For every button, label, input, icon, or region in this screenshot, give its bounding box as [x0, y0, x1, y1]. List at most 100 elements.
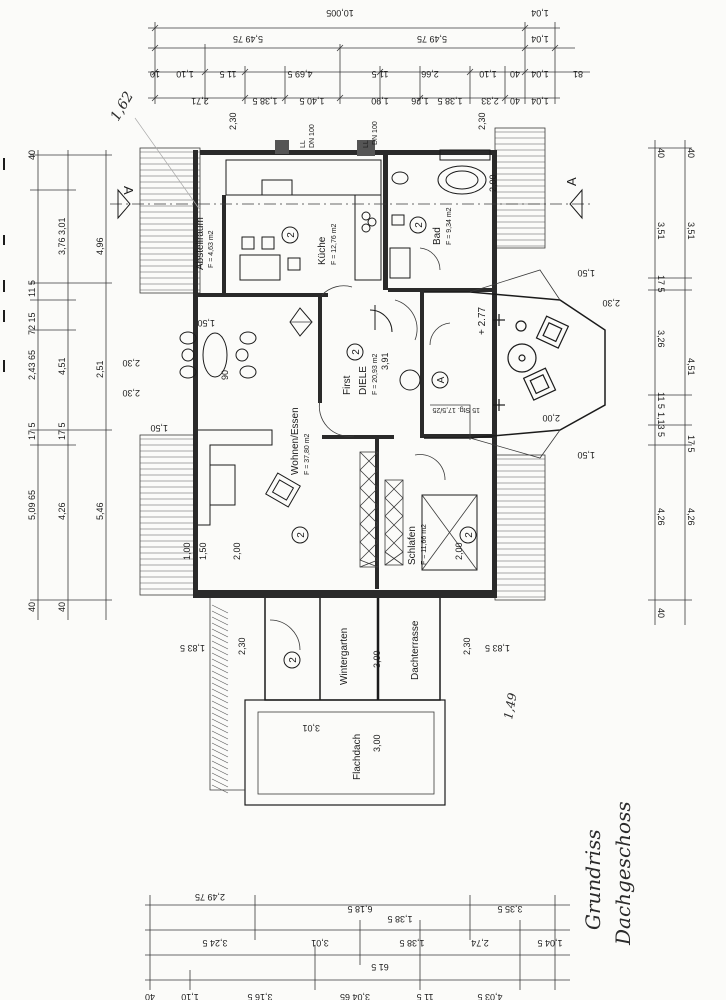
title-line2: Dachgeschoss — [611, 801, 635, 946]
dim-bottom-274: 2,74 — [471, 938, 489, 948]
dim-left-251: 2,51 — [95, 360, 105, 378]
handwritten-right: 1,49 — [501, 691, 519, 720]
dim-200-a: 2,00 — [232, 542, 242, 560]
dim-top-104-c: 1,04 — [531, 69, 549, 79]
dim-bottom-1385-b: 1,38 5 — [387, 914, 412, 924]
dim-left-115: 11 5 — [27, 280, 37, 297]
room-diele-area: F = 20,93 m2 — [372, 353, 379, 395]
room-kueche-name: Küche — [317, 236, 328, 265]
dim-150-b: 1,50 — [577, 450, 595, 460]
dim-left-40-c: 40 — [57, 602, 67, 612]
room-diele-name: DIELE — [358, 366, 369, 395]
dormer-bay — [424, 269, 606, 459]
room-labels: Abstellraum F = 4,63 m2 Küche F = 12,76 … — [195, 121, 488, 780]
room-schlafen-area: F = 11,66 m2 — [421, 524, 428, 565]
level-label: + 2.77 — [477, 306, 488, 335]
room-bad-marker: 2 — [414, 222, 425, 228]
dim-top-10: 10 — [150, 69, 160, 79]
bath-furniture — [389, 149, 491, 279]
dim-230-a: 2,30 — [228, 112, 238, 130]
dim-left-175-b: 17 5 — [57, 422, 67, 440]
dim-150-a: 1,50 — [577, 268, 595, 278]
dim-bottom-3245: 3,24 5 — [202, 938, 227, 948]
dim-150-c: 1,50 — [197, 318, 215, 328]
dim-top-549-right: 5,49 75 — [417, 34, 447, 44]
dim-left-376: 3,76 — [57, 237, 67, 255]
dim-right-175-b: 17 5 — [686, 435, 696, 453]
room-flachdach-name: Flachdach — [352, 734, 363, 780]
room-dachterrasse-name: Dachterrasse — [410, 620, 421, 680]
dim-left-24365: 2,43 65 — [27, 350, 37, 380]
dim-left-50965: 5,09 65 — [27, 490, 37, 520]
dim-230-bottom: 2,30 — [237, 637, 247, 655]
dim-top-110-b: 1,10 — [479, 69, 497, 79]
dim-left-40: 40 — [27, 150, 37, 160]
dim-bottom-115: 11 5 — [417, 992, 434, 1000]
dim-top-266: 2,66 — [421, 69, 439, 79]
dim-bottom-110: 1,10 — [181, 992, 199, 1000]
dim-right-326: 3,26 — [656, 330, 666, 348]
dim-left-426: 4,26 — [57, 502, 67, 520]
dim-391: 3,91 — [380, 352, 390, 370]
section-a-right: A — [564, 177, 579, 186]
roof-slope-hatching — [139, 127, 546, 601]
dim-top-233: 2,33 — [481, 96, 499, 106]
terrace-and-flat-roof — [209, 598, 446, 806]
dim-top-190: 1,90 — [371, 96, 389, 106]
right-dimension-chains: 40 3,51 17 5 3,26 11 5 1,13 5 4,26 40 40… — [648, 140, 696, 625]
room-wohnen-area: F = 37,80 m2 — [304, 433, 311, 475]
dim-top-115-b: 11 5 — [372, 69, 389, 79]
dim-bottom-40: 40 — [145, 992, 155, 1000]
room-kueche-area: F = 12,76 m2 — [331, 223, 338, 265]
dim-bottom-3355: 3,35 5 — [497, 904, 522, 914]
dim-100: 1,00 — [182, 542, 192, 560]
dim-top-total: 10,005 — [326, 8, 354, 18]
dim-150-low: 1,50 — [198, 542, 208, 560]
bedroom-furniture — [414, 454, 478, 571]
handwritten-notes: Grundriss Dachgeschoss 1,62 1,49 — [108, 89, 635, 946]
room-wintergarten-name: Wintergarten — [339, 628, 350, 685]
dim-left-546: 5,46 — [95, 502, 105, 520]
dim-top-271: 2,71 — [191, 96, 209, 106]
dim-top-1405: 1,40 5 — [299, 96, 324, 106]
dim-top-81: 81 — [573, 69, 583, 79]
room-kueche-marker: 2 — [286, 232, 297, 238]
dim-right-1135: 1,13 5 — [656, 412, 666, 437]
dormer-furniture — [493, 314, 570, 411]
dim-230-left1: 2,30 — [122, 358, 140, 368]
dim-right-351: 3,51 — [656, 222, 666, 240]
dim-right-451: 4,51 — [686, 358, 696, 376]
dim-300-b: 3,00 — [372, 734, 382, 752]
dim-left-175: 17 5 — [27, 422, 37, 440]
title-line1: Grundriss — [581, 829, 605, 930]
dim-200-bad: 2,00 — [488, 174, 498, 192]
dim-bottom-1385: 1,38 5 — [399, 938, 424, 948]
handwritten-top: 1,62 — [108, 89, 137, 124]
dim-top-40-b: 40 — [510, 96, 520, 106]
dim-bottom-301: 3,01 — [311, 938, 329, 948]
room-wintergarten-marker: 2 — [288, 657, 299, 663]
dim-150-d: 1,50 — [150, 423, 168, 433]
dim-230-bottom-r: 2,30 — [462, 637, 472, 655]
dim-right-40: 40 — [656, 148, 666, 158]
dim-left-496: 4,96 — [95, 237, 105, 255]
left-dimension-chains: 40 5,09 65 17 5 2,43 65 72 15 11 5 40 3,… — [3, 150, 112, 620]
room-abstellraum-name: Abstellraum — [195, 217, 206, 270]
dim-230-left2: 2,30 — [122, 388, 140, 398]
dim-right-426: 4,26 — [656, 508, 666, 526]
dim-200-b: 2,00 — [454, 542, 464, 560]
dim-301: 3,01 — [302, 723, 320, 733]
dim-right-115: 11 5 — [656, 392, 666, 409]
dim-1835-l: 1,83 5 — [180, 643, 205, 653]
room-schlafen-name: Schlafen — [407, 526, 418, 565]
dim-top-115: 11 5 — [220, 69, 237, 79]
staircase — [359, 451, 404, 568]
dim-bottom-1045: 1,04 5 — [537, 938, 562, 948]
section-markers: A A — [110, 177, 590, 220]
dim-bottom-24975: 2,49 75 — [195, 892, 225, 902]
bottom-dimension-chains: 2,49 75 6,18 5 3,35 5 3,24 5 3,01 1,38 5… — [145, 892, 570, 1000]
dim-top-549-left: 5,49 75 — [233, 34, 263, 44]
dim-300-a: 3,00 — [372, 650, 382, 668]
room-schlafen-marker: 2 — [464, 532, 475, 538]
